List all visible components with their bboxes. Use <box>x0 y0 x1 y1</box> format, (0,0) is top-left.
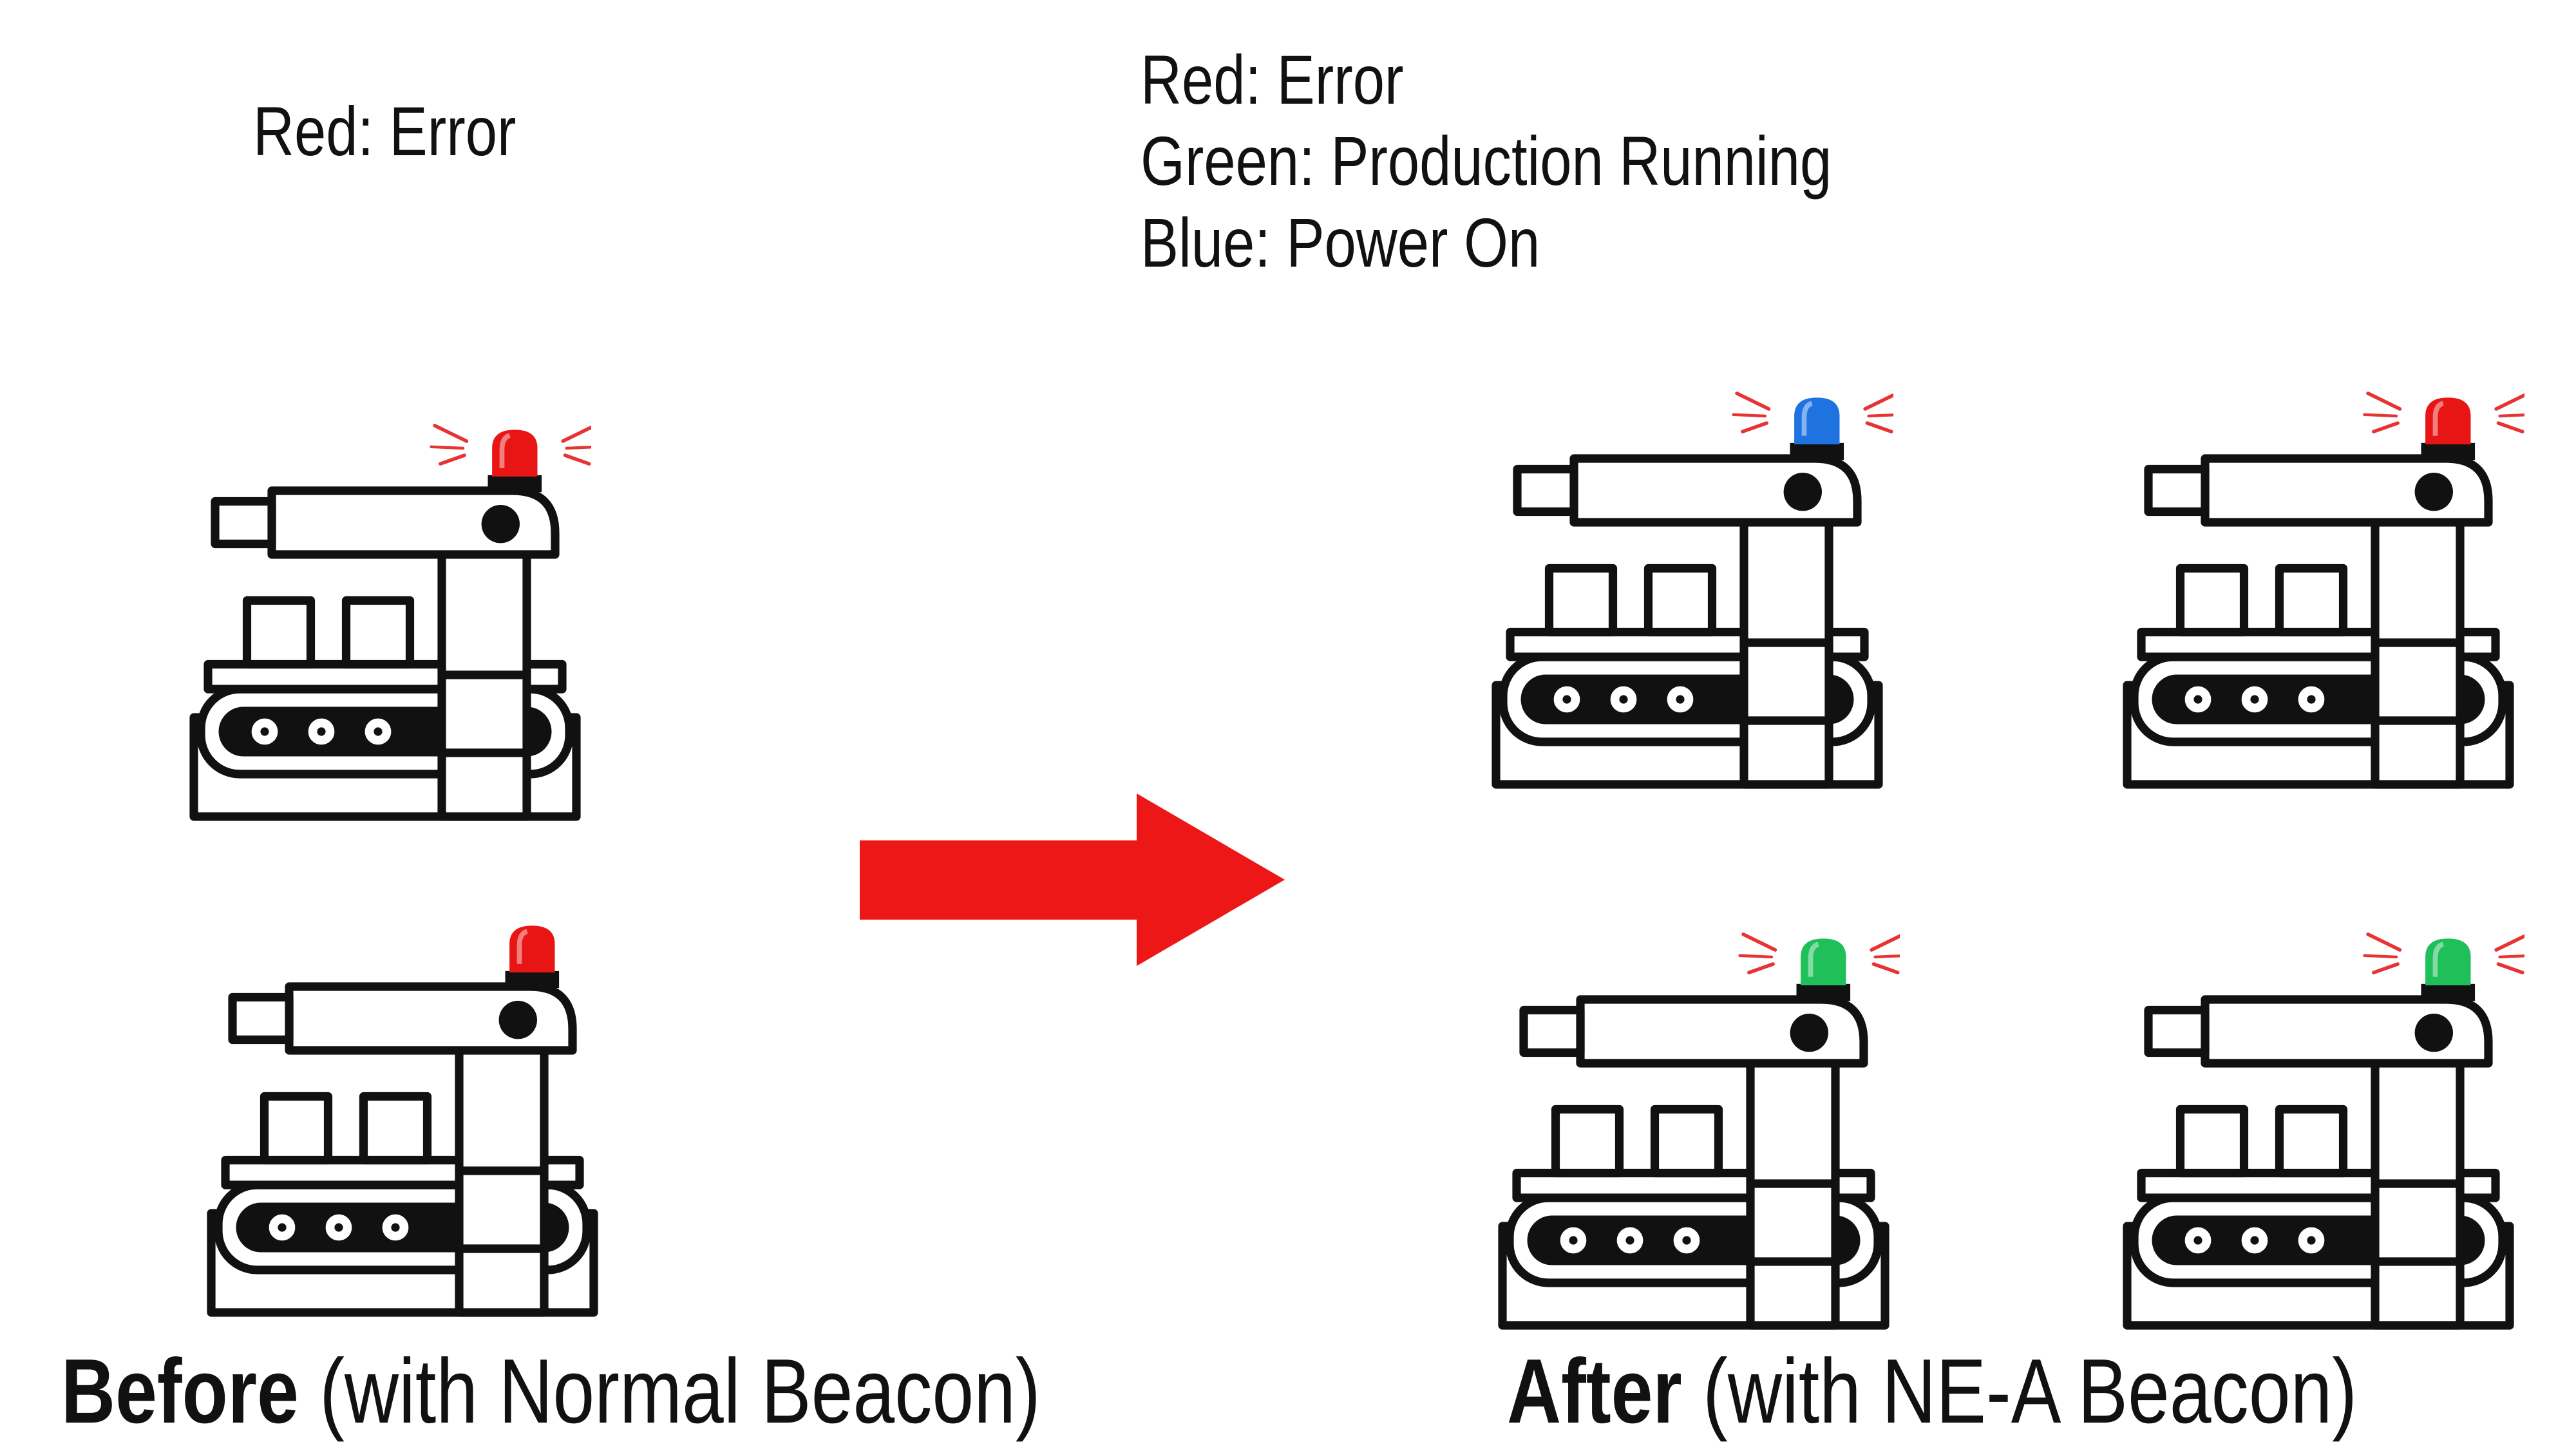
after-caption: After (with NE-A Beacon) <box>1507 1346 2357 1437</box>
machine-after-green-2 <box>2123 933 2524 1330</box>
machine-after-blue <box>1492 392 1893 789</box>
after-legend-line-2: Green: Production Running <box>1141 122 1832 200</box>
after-legend-line-3: Blue: Power On <box>1141 204 1540 281</box>
machine-after-red <box>2123 392 2524 789</box>
before-legend-line-1: Red: Error <box>253 92 516 170</box>
after-caption-rest: (with NE-A Beacon) <box>1681 1340 2358 1443</box>
before-caption: Before (with Normal Beacon) <box>61 1346 1041 1437</box>
machine-before-2 <box>207 925 598 1317</box>
after-legend-line-1: Red: Error <box>1141 41 1404 118</box>
before-caption-rest: (with Normal Beacon) <box>298 1340 1041 1443</box>
machine-before-1 <box>189 424 591 821</box>
before-caption-bold: Before <box>61 1340 299 1443</box>
machine-after-green-1 <box>1498 933 1900 1330</box>
after-caption-bold: After <box>1507 1340 1682 1443</box>
